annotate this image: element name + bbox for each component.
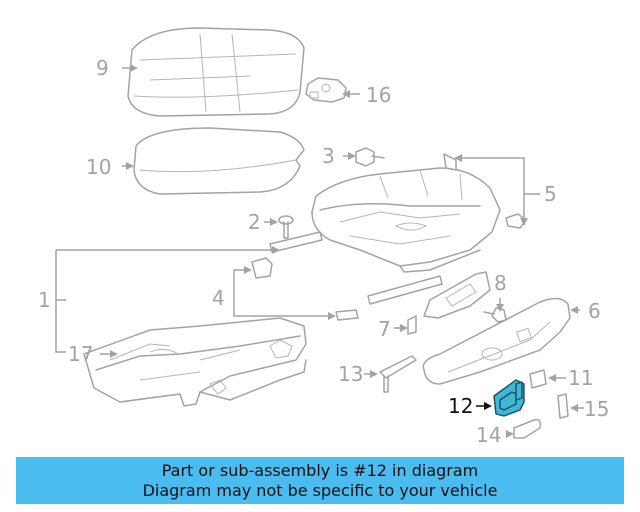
part-11-switch: [529, 369, 547, 389]
part-17-seat-track: [83, 317, 307, 407]
callout-2: 2: [248, 210, 261, 234]
info-banner: Part or sub-assembly is #12 in diagram D…: [16, 457, 624, 504]
callout-12: 12: [448, 394, 473, 418]
part-5-clips: [443, 153, 527, 229]
part-15-knob: [557, 393, 569, 419]
callout-15: 15: [584, 397, 609, 421]
part-14-knob: [513, 418, 542, 439]
banner-line-2: Diagram may not be specific to your vehi…: [142, 481, 498, 500]
callout-7: 7: [378, 317, 391, 341]
callout-10: 10: [86, 155, 111, 179]
part-4-clips: [251, 257, 359, 321]
part-3-bolt: [355, 147, 385, 167]
callout-3: 3: [322, 144, 335, 168]
seat-frame: [269, 167, 501, 305]
callout-13: 13: [338, 362, 363, 386]
part-6-side-shield: [422, 297, 571, 385]
part-10-cushion-pad: [133, 127, 305, 195]
part-2-screw: [278, 215, 294, 239]
callout-8: 8: [494, 271, 507, 295]
banner-line-1: Part or sub-assembly is #12 in diagram: [161, 461, 479, 480]
callout-5: 5: [544, 182, 557, 206]
part-9-seat-cushion-cover: [127, 27, 305, 117]
leaders: [55, 64, 584, 438]
callout-11: 11: [568, 366, 593, 390]
callout-17: 17: [68, 342, 93, 366]
part-7-side-trim: [407, 271, 491, 335]
part-13-bracket: [379, 355, 417, 393]
callout-16: 16: [366, 83, 391, 107]
part-12-highlighted-switch: [493, 379, 525, 417]
callout-14: 14: [476, 423, 501, 447]
callout-6: 6: [588, 299, 601, 323]
parts-diagram: 9 16 10 3 5 2 1 4 8 6 7 17 13 11 12 15 1…: [38, 27, 609, 447]
callout-9: 9: [96, 56, 109, 80]
part-8-bolt: [483, 307, 507, 323]
part-16-bracket: [305, 77, 347, 103]
callout-4: 4: [212, 286, 225, 310]
callout-1: 1: [38, 288, 51, 312]
